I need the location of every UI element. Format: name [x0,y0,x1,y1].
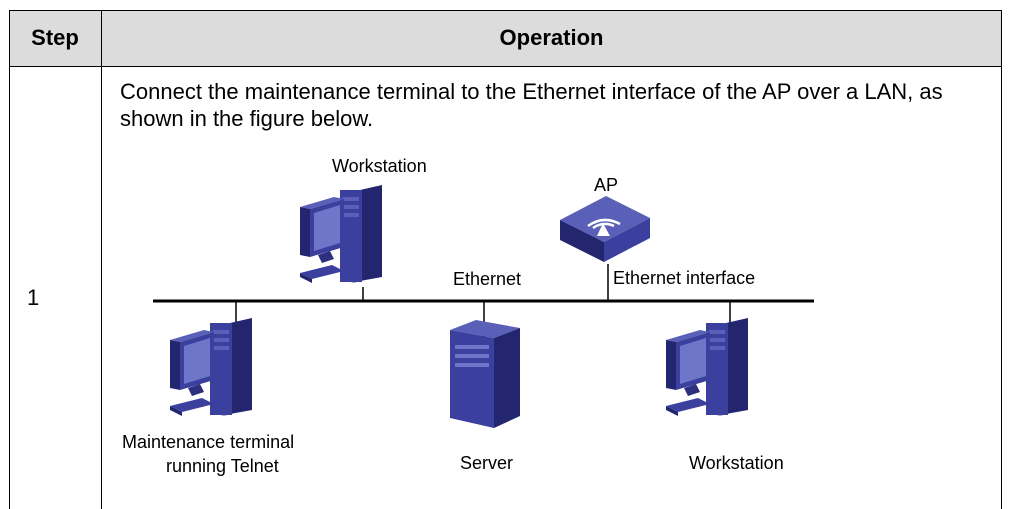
step-number: 1 [27,285,40,310]
access-point-icon [560,196,650,262]
label-ethernet: Ethernet [453,269,521,289]
workstation-icon [666,318,748,416]
workstation-icon [300,185,382,283]
table-border-top [9,10,1002,11]
server-icon [450,320,520,428]
label-ap: AP [594,175,618,195]
label-workstation-right: Workstation [689,453,784,473]
label-server: Server [460,453,513,473]
header-divider [9,66,1002,67]
operation-table: Step Operation 1 Connect the maintenance… [9,10,1002,509]
label-maintenance-line2: running Telnet [166,456,279,476]
label-maintenance-line1: Maintenance terminal [122,432,294,452]
column-divider [101,10,102,509]
table-border-right [1001,10,1002,509]
workstation-icon [170,318,252,416]
table-header-background [9,10,1002,66]
label-workstation-top: Workstation [332,156,427,176]
label-ethernet-interface: Ethernet interface [613,268,755,288]
header-operation: Operation [499,25,604,50]
header-step: Step [31,25,79,50]
operation-text: Connect the maintenance terminal to the … [120,79,943,131]
table-border-left [9,10,10,509]
